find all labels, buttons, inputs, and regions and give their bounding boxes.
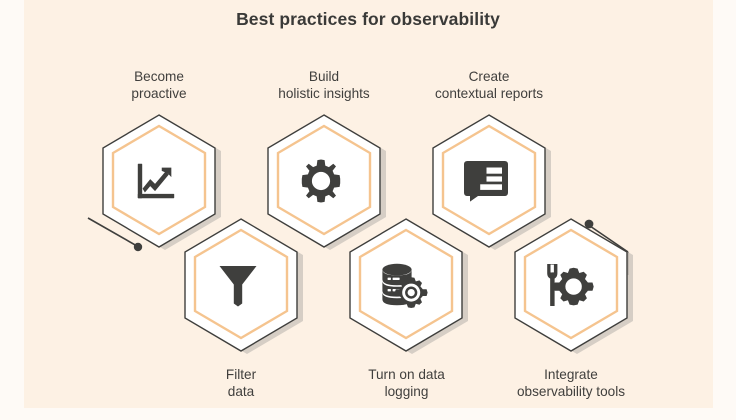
page-title: Best practices for observability [236,9,500,29]
hex-cell-turn-on-data-logging[interactable] [340,216,472,366]
caption-become-proactive: Become proactive [131,69,187,101]
caption-turn-on-data-logging: Turn on data logging [368,367,445,399]
gear-icon [255,106,387,256]
hex-cell-become-proactive[interactable] [93,112,225,262]
caption-create-contextual-reports: Create contextual reports [434,69,544,101]
funnel-filter-icon [172,210,304,360]
hex-cell-integrate-observability-tools[interactable] [505,216,637,366]
hex-cell-create-contextual-reports[interactable] [423,112,555,262]
caption-integrate-observability-tools: Integrate observability tools [516,367,626,399]
caption-filter-data: Filter data [225,367,257,399]
report-card-icon [420,106,552,256]
hex-cell-filter-data[interactable] [175,216,307,366]
database-gear-icon [337,210,469,360]
wrench-gear-icon [502,210,634,360]
line-chart-growth-icon [90,106,222,256]
hex-cell-build-holistic-insights[interactable] [258,112,390,262]
caption-build-holistic-insights: Build holistic insights [278,69,370,101]
